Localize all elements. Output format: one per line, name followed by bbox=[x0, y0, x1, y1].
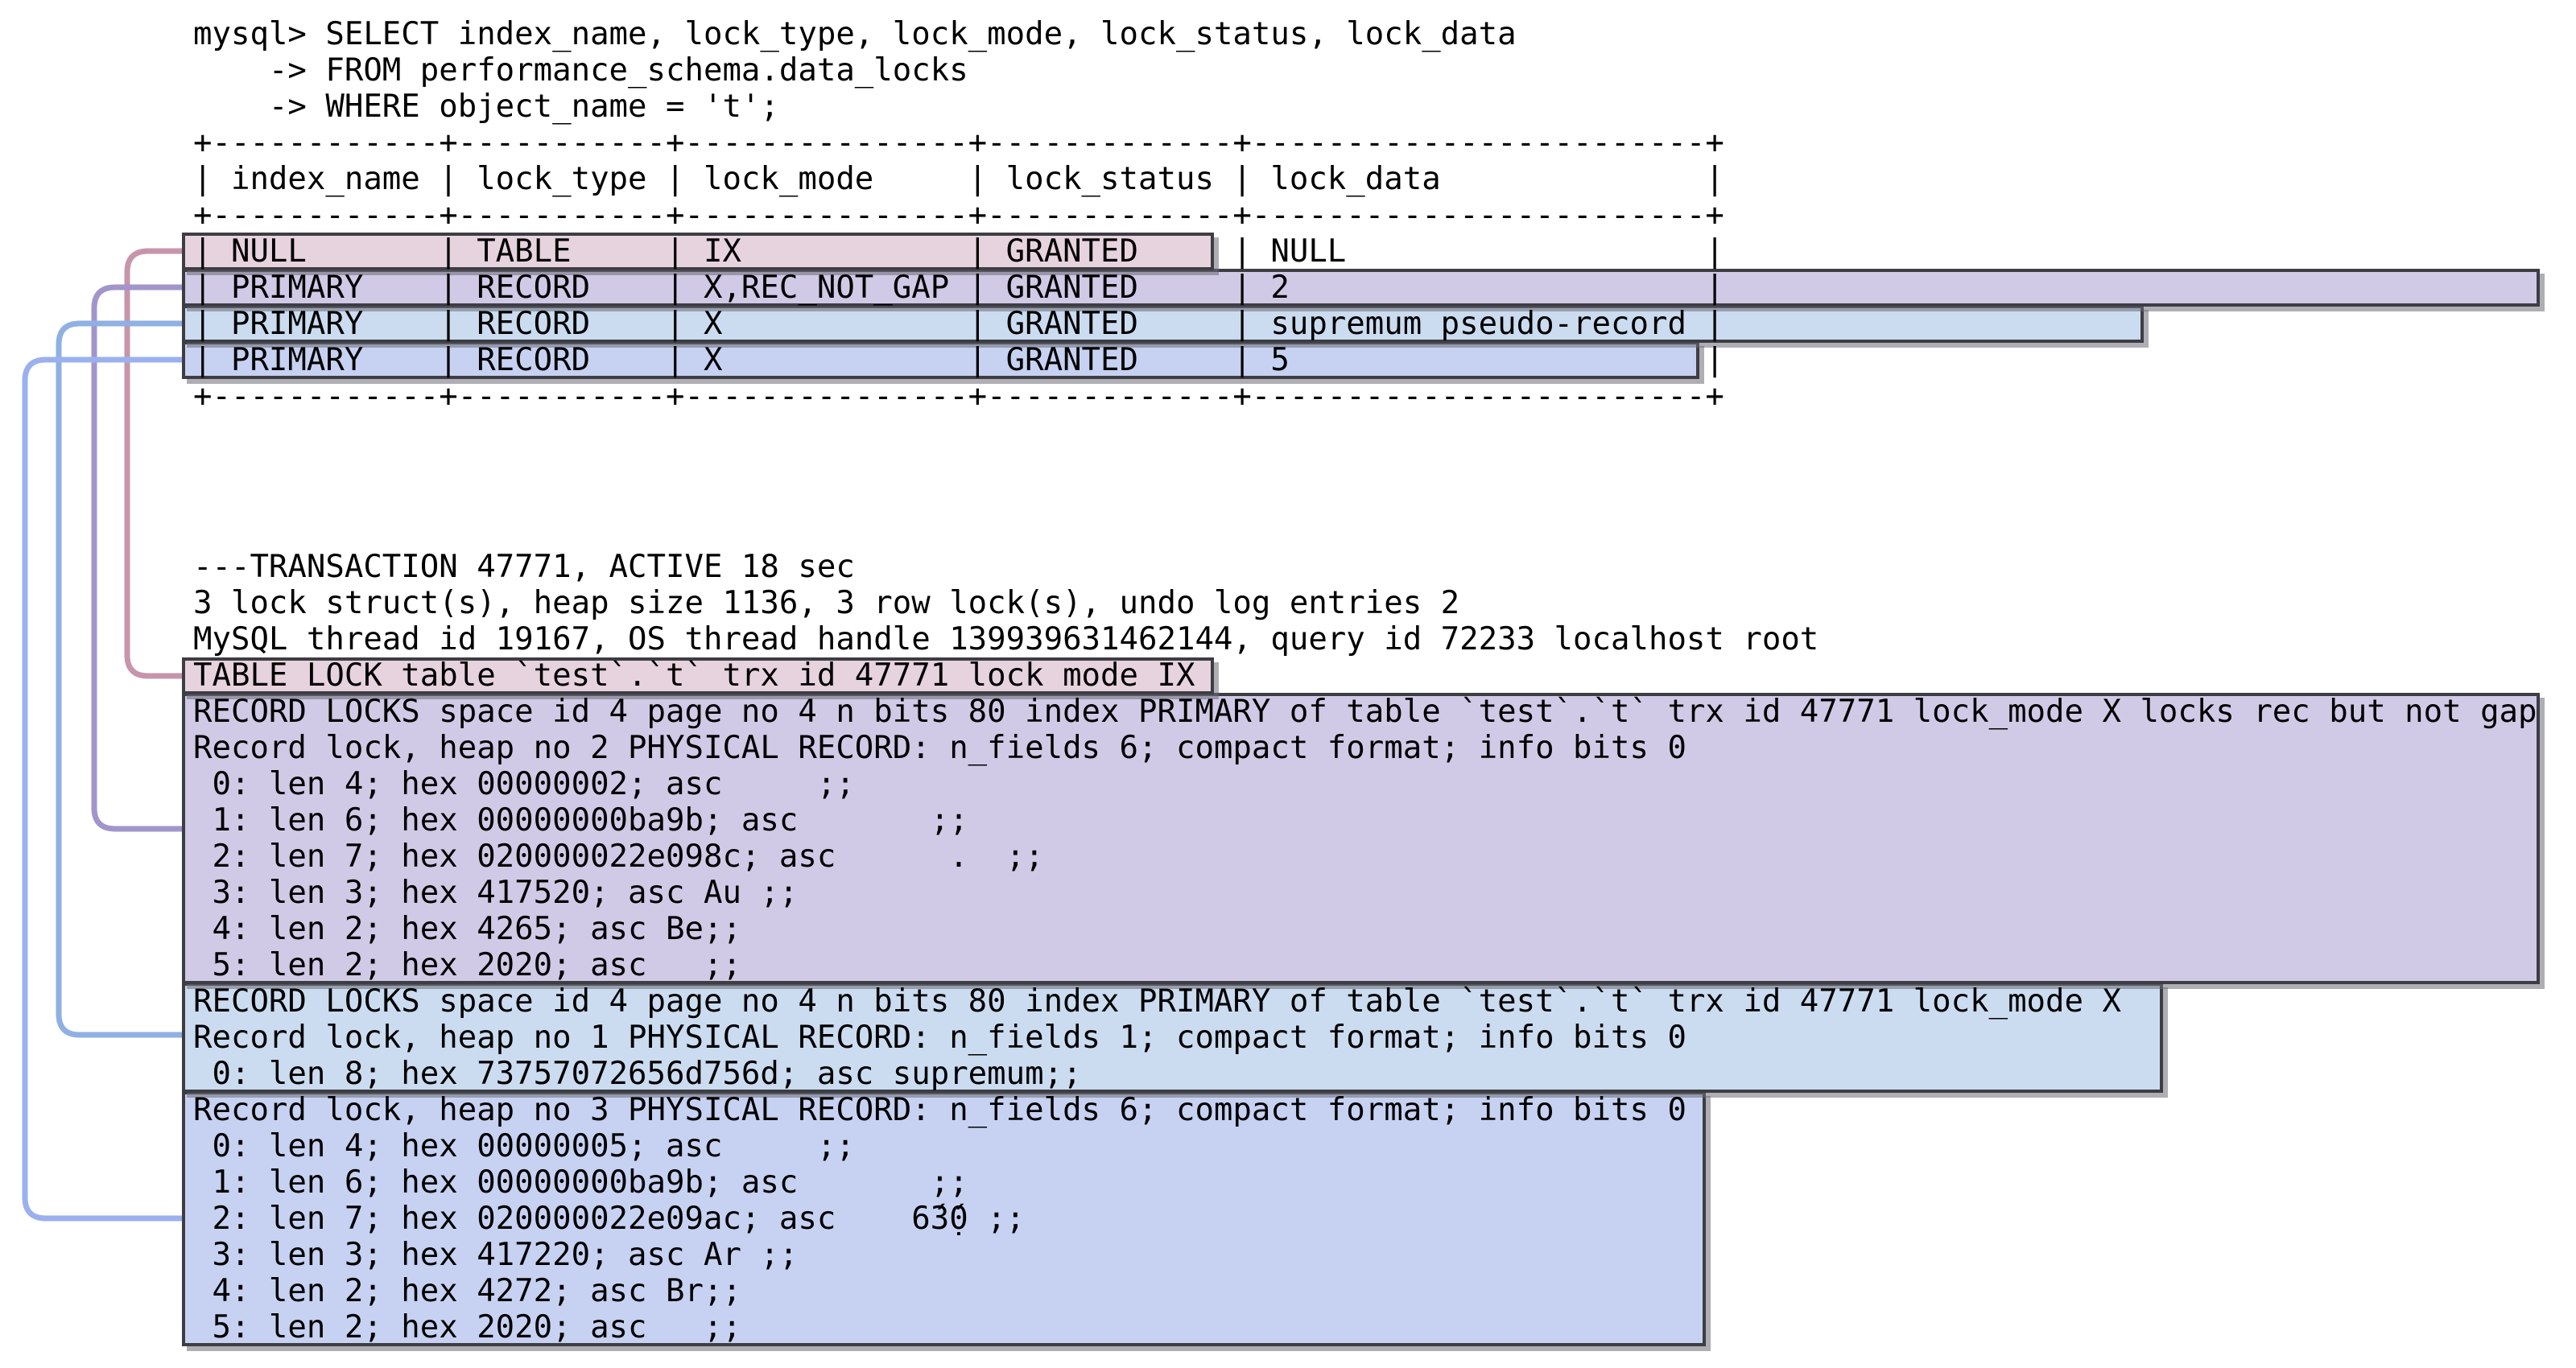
query-line-2: -> FROM performance_schema.data_locks bbox=[193, 52, 968, 89]
transaction-line: ---TRANSACTION 47771, ACTIVE 18 sec bbox=[193, 549, 855, 585]
connector-table-lock bbox=[124, 248, 182, 679]
highlight-table-lock-line bbox=[182, 657, 1214, 694]
lock-summary-line: 3 lock struct(s), heap size 1136, 3 row … bbox=[193, 585, 1460, 621]
table-lock-line: TABLE LOCK table `test`.`t` trx id 47771… bbox=[193, 657, 1195, 694]
table-top-border: +------------+-----------+--------------… bbox=[193, 125, 1724, 161]
connector-supremum bbox=[56, 320, 182, 1038]
connector-rec-not-gap bbox=[91, 284, 182, 832]
highlight-row-record-5 bbox=[182, 341, 1699, 379]
table-row-2: | PRIMARY | RECORD | X,REC_NOT_GAP | GRA… bbox=[193, 270, 1724, 306]
table-mid-border: +------------+-----------+--------------… bbox=[193, 197, 1724, 233]
connector-record-5 bbox=[22, 356, 182, 1222]
engine-status: ---TRANSACTION 47771, ACTIVE 18 sec 3 lo… bbox=[193, 549, 2537, 1345]
table-row-1: | NULL | TABLE | IX | GRANTED | NULL | bbox=[193, 233, 1724, 270]
highlight-record-lock-block-2 bbox=[182, 983, 2163, 1093]
record-lock-block-2-text: RECORD LOCKS space id 4 page no 4 n bits… bbox=[193, 983, 2121, 1092]
table-header-row: | index_name | lock_type | lock_mode | l… bbox=[193, 161, 1724, 197]
highlight-row-supremum bbox=[182, 305, 2144, 343]
query-line-3: -> WHERE object_name = 't'; bbox=[193, 89, 779, 125]
table-row-4: | PRIMARY | RECORD | X | GRANTED | 5 | bbox=[193, 342, 1724, 378]
thread-line: MySQL thread id 19167, OS thread handle … bbox=[193, 621, 1819, 657]
query-line-1: mysql> SELECT index_name, lock_type, loc… bbox=[193, 16, 1517, 52]
record-lock-block-1-text: RECORD LOCKS space id 4 page no 4 n bits… bbox=[193, 694, 2537, 983]
highlight-row-table-lock bbox=[182, 233, 1214, 270]
record-lock-block-3-text: Record lock, heap no 3 PHYSICAL RECORD: … bbox=[193, 1092, 1686, 1345]
highlight-record-lock-block-3 bbox=[182, 1091, 1706, 1346]
table-row-3: | PRIMARY | RECORD | X | GRANTED | supre… bbox=[193, 306, 1724, 342]
highlight-record-lock-block-1 bbox=[182, 693, 2540, 984]
query-output: mysql> SELECT index_name, lock_type, loc… bbox=[193, 16, 1724, 414]
highlight-row-rec-not-gap bbox=[182, 269, 2540, 307]
table-bottom-border: +------------+-----------+--------------… bbox=[193, 378, 1724, 414]
